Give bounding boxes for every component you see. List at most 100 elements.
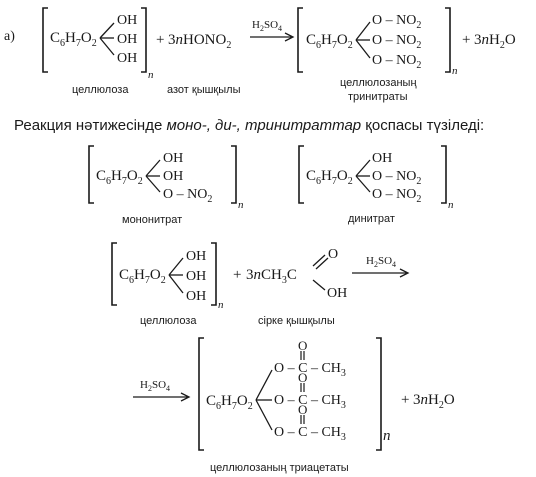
bond-bottom [355, 39, 371, 59]
statement-suffix: қоспасы түзіледі: [361, 117, 484, 134]
group-oh-2: OH [117, 32, 137, 47]
bond-bottom [99, 37, 115, 56]
reaction-arrow-3: H2SO4 [133, 379, 191, 402]
group-ono2-1: O – NO2 [372, 169, 421, 187]
polymer-n: n [148, 69, 154, 81]
left-bracket [298, 145, 304, 204]
mononitrate-formula: C6H7O2 OH OH O – NO2 n мононитрат [88, 145, 244, 226]
arrow-head [180, 392, 191, 402]
acetic-acid-label: сірке қышқылы [258, 315, 335, 327]
acetyl-group-3: O – C – CH3 [274, 425, 346, 443]
left-bracket [297, 7, 303, 73]
group-oh-3: OH [186, 289, 206, 304]
plus-sign-3: + [233, 267, 241, 283]
double-bond-b [315, 257, 329, 270]
carbonyl-o-2: O [298, 370, 307, 385]
result-statement: Реакция нәтижесінде моно-, ди-, тринитра… [14, 117, 484, 134]
right-bracket [231, 145, 237, 204]
arrow-head [284, 32, 295, 42]
group-ono2-2: O – NO2 [372, 33, 421, 51]
group-oh-1: OH [186, 249, 206, 264]
plus-sign-2: + [462, 32, 470, 48]
reagent-label: азот қышқылы [167, 84, 241, 96]
acetyl-group-2: O – C – CH3 [274, 393, 346, 411]
bond-top [168, 257, 184, 276]
polymer-n: n [218, 299, 224, 311]
group-ono2: O – NO2 [163, 187, 212, 205]
group-ono2-2: O – NO2 [372, 187, 421, 205]
left-bracket [111, 242, 117, 306]
left-bracket [42, 7, 48, 73]
reagent-nitric-acid: 3nHONO2 [168, 32, 231, 51]
reaction-arrow-2: H2SO4 [352, 255, 410, 278]
cellulose-formula-1: C6H7O2 OH OH OH n целлюлоза [42, 7, 154, 96]
single-bond [312, 279, 326, 291]
water-product-1: 3nH2O [474, 32, 516, 51]
water-product-2: 3nH2O [413, 392, 455, 411]
left-bracket [198, 337, 204, 451]
right-bracket [211, 242, 217, 306]
bond-bottom [168, 274, 184, 294]
right-bracket [441, 145, 447, 204]
acid-prefix: 3nCH3C [246, 267, 297, 286]
dinitrate-core: C6H7O2 [306, 168, 353, 187]
polymer-n: n [238, 199, 244, 211]
bond-bottom [255, 399, 273, 431]
bond-top [255, 369, 273, 401]
triacetate-core: C6H7O2 [206, 393, 253, 412]
cellulose-label: целлюлоза [72, 84, 129, 96]
acetic-acid-formula: 3nCH3C O OH сірке қышқылы [246, 247, 347, 327]
catalyst-label: H2SO4 [366, 255, 396, 269]
catalyst-label: H2SO4 [252, 19, 282, 33]
group-oh-2: OH [186, 269, 206, 284]
bond-bottom [355, 175, 371, 193]
acid-oh: OH [327, 286, 347, 301]
mononitrate-label: мононитрат [122, 214, 182, 226]
polymer-n: n [452, 65, 458, 77]
bond-top [355, 21, 371, 41]
group-ono2-3: O – NO2 [372, 53, 421, 71]
statement-italic: моно-, ди-, тринитраттар [166, 117, 361, 134]
acetyl-group-1: O – C – CH3 [274, 361, 346, 379]
cellulose-label: целлюлоза [140, 315, 197, 327]
trinitrate-core: C6H7O2 [306, 32, 353, 51]
trinitrate-label-1: целлюлозаның [340, 77, 417, 89]
right-bracket [445, 7, 451, 73]
arrow-head [399, 268, 410, 278]
group-oh-1: OH [117, 13, 137, 28]
polymer-n: n [448, 199, 454, 211]
group-oh-1: OH [163, 151, 183, 166]
group-oh-2: OH [163, 169, 183, 184]
plus-sign-4: + [401, 392, 409, 408]
cellulose-formula-2: C6H7O2 OH OH OH n целлюлоза [111, 242, 224, 327]
group-ono2-1: O – NO2 [372, 13, 421, 31]
bond-top [355, 159, 371, 177]
carbonyl-o-1: O [298, 338, 307, 353]
plus-sign-1: + [156, 32, 164, 48]
statement-prefix: Реакция нәтижесінде [14, 117, 166, 134]
trinitrate-label-2: тринитраты [348, 91, 408, 103]
bond-bottom [145, 175, 161, 193]
mononitrate-core: C6H7O2 [96, 168, 143, 187]
bond-top [99, 22, 115, 39]
acid-carbonyl-o: O [328, 247, 338, 262]
right-bracket [376, 337, 382, 451]
carbonyl-o-3: O [298, 402, 307, 417]
triacetate-label: целлюлозаның триацетаты [210, 462, 349, 474]
triacetate-formula: C6H7O2 O – C – CH3 O O – C – CH3 O O – C… [198, 337, 391, 474]
bond-top [145, 159, 161, 177]
right-bracket [141, 7, 147, 73]
reaction-arrow-1: H2SO4 [250, 19, 295, 42]
item-label: а) [4, 29, 15, 44]
group-oh: OH [372, 151, 392, 166]
catalyst-label: H2SO4 [140, 379, 170, 393]
left-bracket [88, 145, 94, 204]
cellulose-core: C6H7O2 [119, 267, 166, 286]
dinitrate-formula: C6H7O2 OH O – NO2 O – NO2 n динитрат [298, 145, 454, 225]
group-oh-3: OH [117, 51, 137, 66]
double-bond-a [312, 254, 326, 267]
cellulose-core: C6H7O2 [50, 30, 97, 49]
dinitrate-label: динитрат [348, 213, 395, 225]
trinitrate-formula: C6H7O2 O – NO2 O – NO2 O – NO2 n целлюло… [297, 7, 458, 103]
